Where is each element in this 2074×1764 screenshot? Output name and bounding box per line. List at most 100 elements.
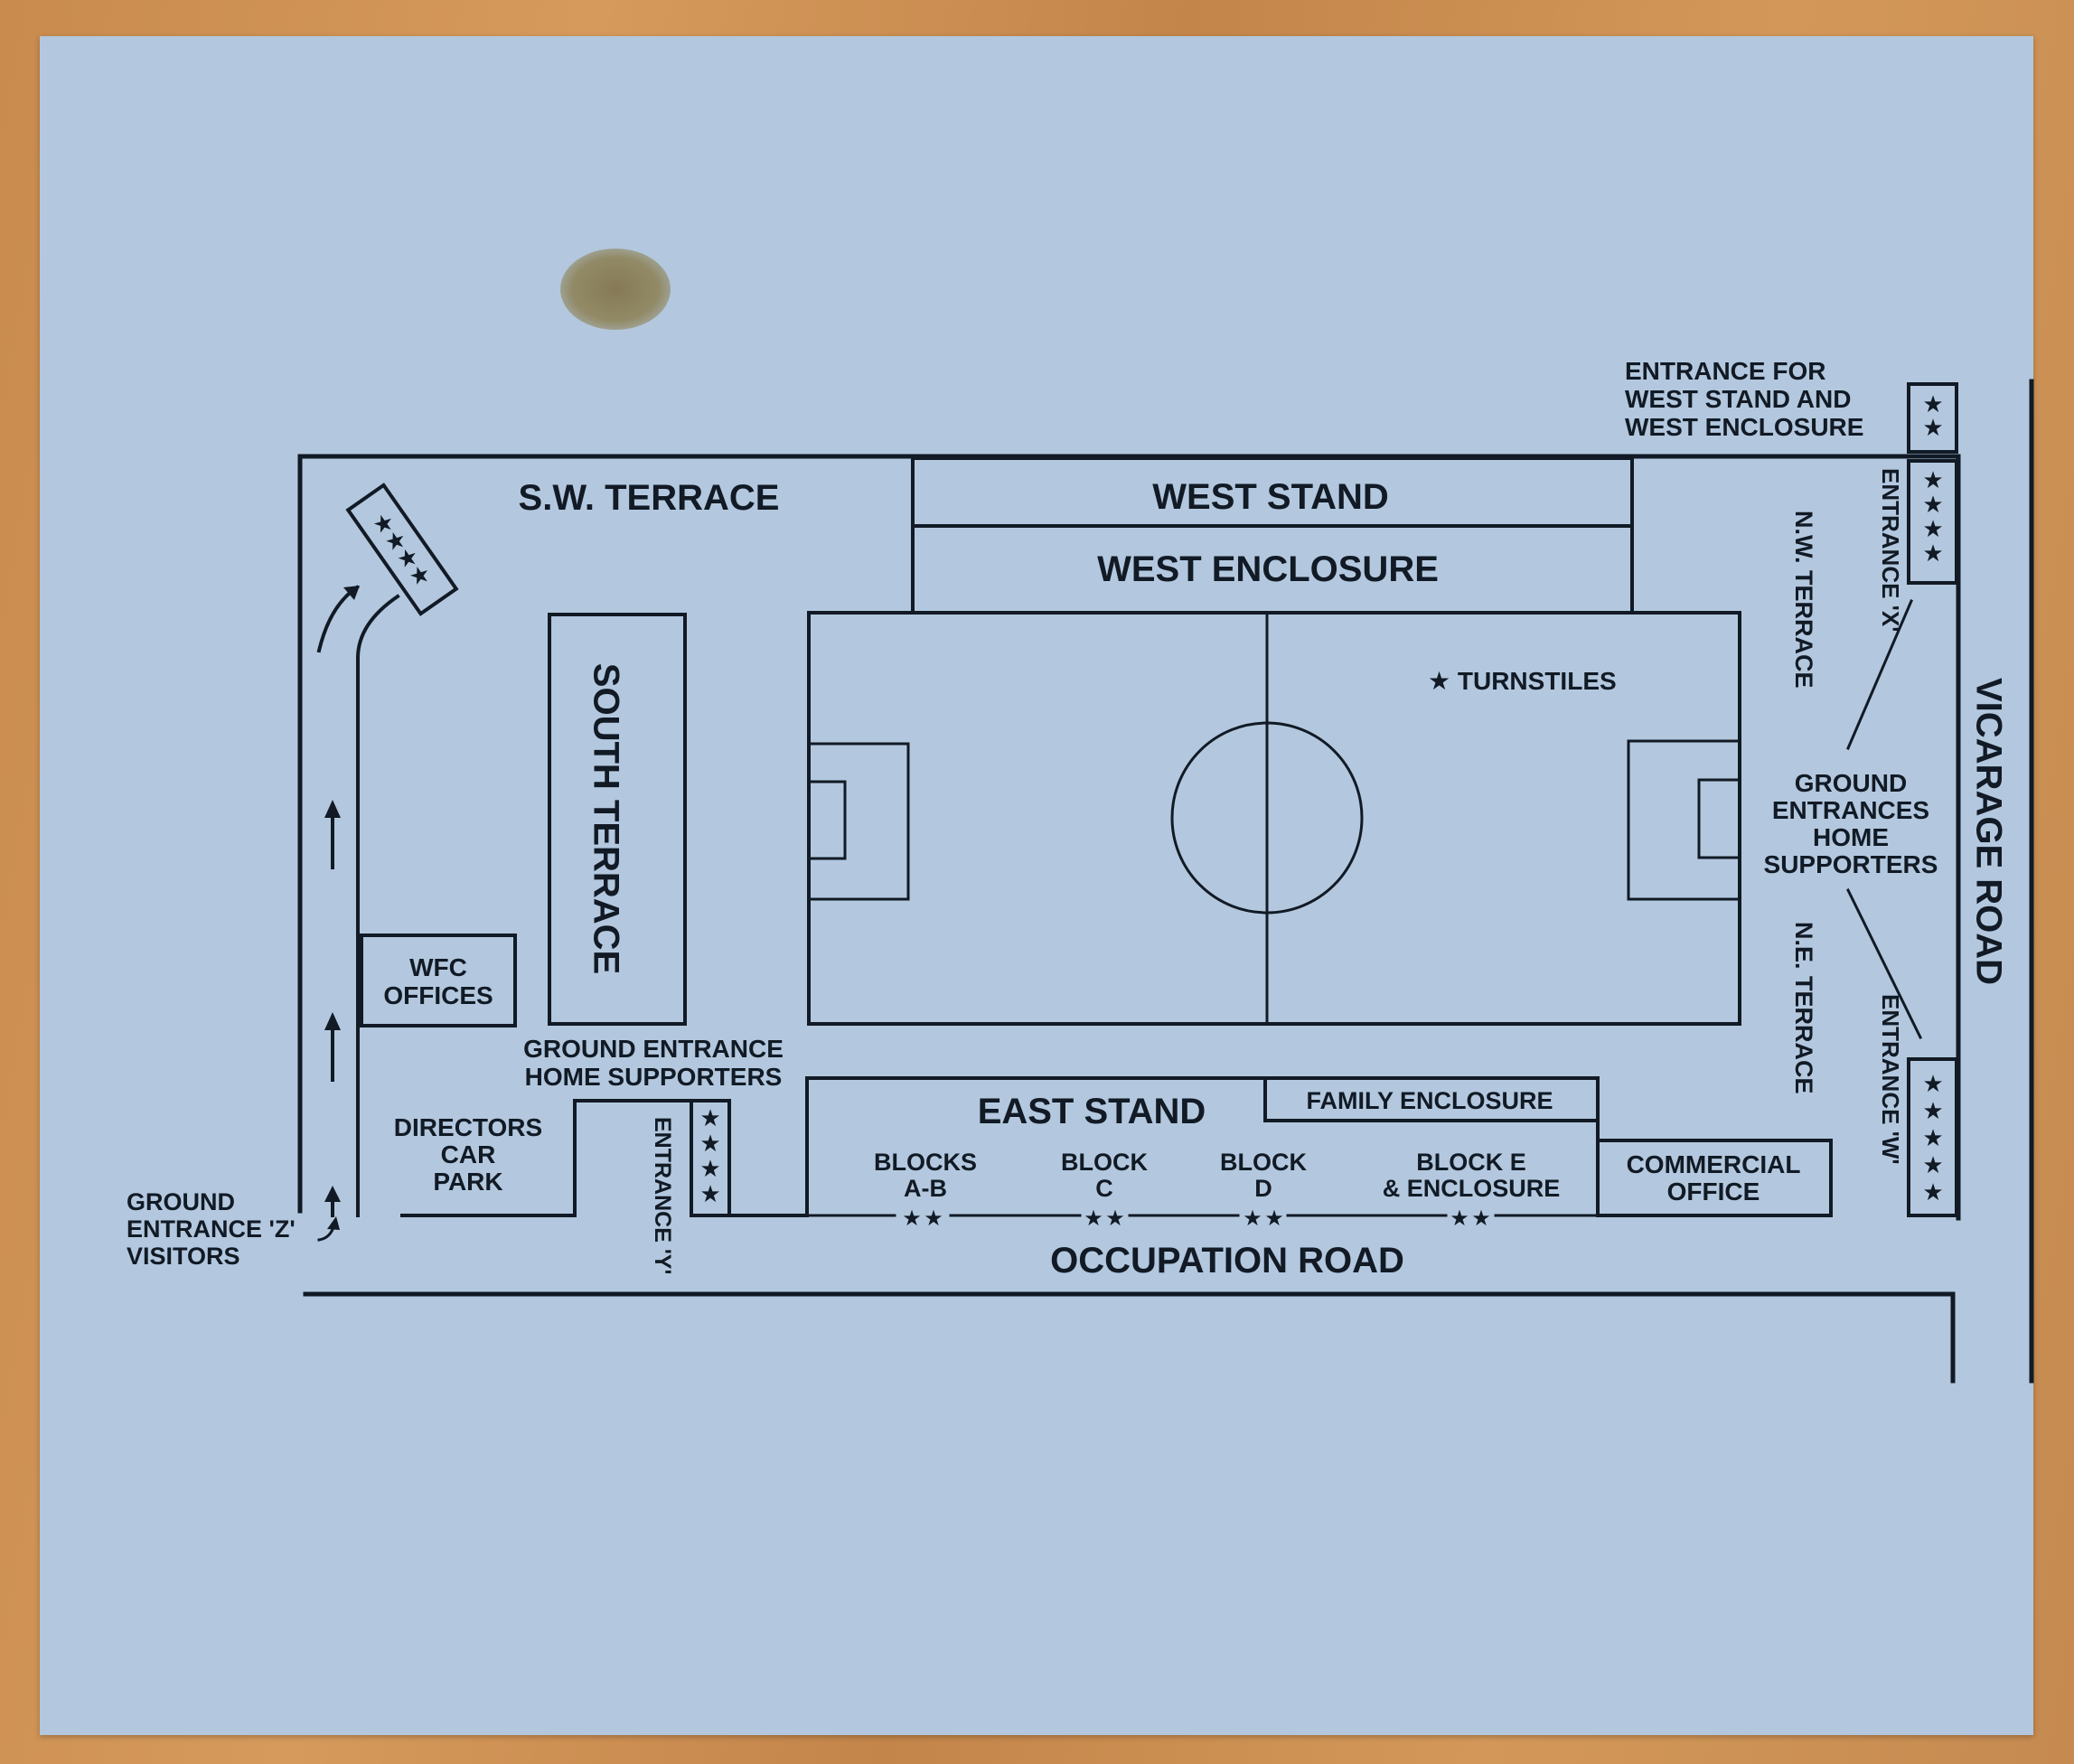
- entrance-x-group: ENTRANCE 'X': [1877, 468, 1904, 632]
- entrance-x-label: ENTRANCE 'X': [1877, 468, 1904, 632]
- turnstile-key-star-icon: ★: [1428, 667, 1458, 695]
- east-stand-label: EAST STAND: [978, 1092, 1206, 1131]
- entrance-west-line-1: ENTRANCE FOR: [1625, 357, 1825, 385]
- block-d-label: BLOCK D: [1220, 1149, 1307, 1202]
- ground-entrance-home-label: GROUND ENTRANCE HOME SUPPORTERS: [523, 1035, 784, 1091]
- blocks-ab-line-2: A-B: [904, 1175, 947, 1202]
- commercial-office-line-1: COMMERCIAL: [1627, 1150, 1801, 1178]
- entrance-w-group: ENTRANCE 'W': [1877, 994, 1904, 1165]
- ground-entrance-z-line-3: VISITORS: [127, 1243, 240, 1270]
- south-terrace-box: [548, 613, 687, 1026]
- entrance-y-box: [690, 1099, 731, 1217]
- turnstiles-key: ★ TURNSTILES: [1428, 667, 1617, 695]
- ne-terrace-label: N.E. TERRACE: [1790, 922, 1817, 1094]
- east-stand-structure: [805, 1076, 1833, 1217]
- wfc-offices-label: WFC OFFICES: [383, 953, 493, 1009]
- entrance-y-label: ENTRANCE 'Y': [650, 1117, 675, 1274]
- entrance-x-star: ★: [1922, 515, 1943, 542]
- ground-entrances-home-line-3: HOME: [1813, 823, 1889, 851]
- block-d-line-2: D: [1254, 1175, 1272, 1202]
- visitor-route: [316, 585, 400, 1242]
- entrance-boxes-right: [1845, 382, 1958, 1217]
- ground-entrance-home-line-2: HOME SUPPORTERS: [525, 1063, 783, 1091]
- directors-car-park-label: DIRECTORS CAR PARK: [394, 1113, 542, 1196]
- nw-terrace-group: N.W. TERRACE: [1790, 511, 1817, 689]
- entrance-w-star: ★: [1922, 1178, 1943, 1206]
- family-enclosure-box: [1263, 1076, 1600, 1122]
- entrance-w-box: [1907, 1057, 1958, 1217]
- entrance-w-star: ★: [1922, 1070, 1943, 1097]
- block-e-star: ★: [1450, 1206, 1469, 1231]
- commercial-office-box: [1596, 1139, 1833, 1217]
- blocks-ab-star: ★: [902, 1206, 922, 1231]
- ground-entrances-home-line-2: ENTRANCES: [1772, 796, 1929, 824]
- ground-entrance-z-line-2: ENTRANCE 'Z': [127, 1215, 296, 1243]
- entrance-y-group: ENTRANCE 'Y': [650, 1117, 675, 1274]
- block-c-label: BLOCK C: [1061, 1149, 1148, 1202]
- entrance-x-box: [1907, 459, 1958, 585]
- entrance-w-star: ★: [1922, 1097, 1943, 1124]
- block-e-star: ★: [1471, 1206, 1491, 1231]
- blocks-ab-label: BLOCKS A-B: [874, 1149, 977, 1202]
- wfc-offices-box: [360, 934, 517, 1027]
- entrance-west-line-2: WEST STAND AND: [1625, 385, 1851, 413]
- ne-terrace-group: N.E. TERRACE: [1790, 922, 1817, 1094]
- blocks-ab-star: ★: [924, 1206, 943, 1231]
- ground-entrance-z-line-1: GROUND: [127, 1188, 235, 1215]
- block-c-star: ★: [1084, 1206, 1103, 1231]
- entrance-west-label: ENTRANCE FOR WEST STAND AND WEST ENCLOSU…: [1625, 357, 1863, 441]
- family-enclosure-label: FAMILY ENCLOSURE: [1306, 1087, 1553, 1114]
- sw-turnstile-group: ★★★★: [345, 483, 459, 616]
- turnstiles-label: TURNSTILES: [1458, 667, 1617, 695]
- car-park-boundary: [400, 1099, 809, 1217]
- entrance-x-star: ★: [1922, 540, 1943, 567]
- entrance-y-star: ★: [699, 1130, 720, 1157]
- entrance-y-star: ★: [699, 1104, 720, 1131]
- sw-terrace-label: S.W. TERRACE: [519, 478, 780, 518]
- outer-boundary: [297, 379, 2034, 1384]
- ground-entrances-home-line-1: GROUND: [1795, 769, 1907, 797]
- commercial-office-line-2: OFFICE: [1667, 1178, 1760, 1206]
- block-e-line-2: & ENCLOSURE: [1383, 1175, 1561, 1202]
- entrance-y-star: ★: [699, 1180, 720, 1207]
- entrance-west-box: [1907, 382, 1958, 454]
- stain-mark: [560, 249, 671, 330]
- wfc-offices-line-2: OFFICES: [383, 981, 493, 1009]
- entrance-west-star: ★: [1922, 390, 1943, 418]
- entrance-y-star: ★: [699, 1155, 720, 1182]
- west-enclosure-label: WEST ENCLOSURE: [1097, 549, 1439, 589]
- entrance-x-star: ★: [1922, 466, 1943, 493]
- commercial-office-label: COMMERCIAL OFFICE: [1627, 1150, 1801, 1206]
- block-c-line-2: C: [1095, 1175, 1113, 1202]
- vicarage-road-group: VICARAGE ROAD: [1968, 678, 2008, 985]
- pitch: [807, 611, 1741, 1026]
- block-d-star: ★: [1264, 1206, 1284, 1231]
- turnstile-stars: ★★★★★★★★★★★★★★★★★★★★★★★: [699, 390, 1943, 1231]
- blocks-ab-line-1: BLOCKS: [874, 1149, 977, 1176]
- ground-entrance-home-line-1: GROUND ENTRANCE: [523, 1035, 784, 1063]
- directors-car-park-line-3: PARK: [433, 1168, 502, 1196]
- south-terrace-group: SOUTH TERRACE: [586, 663, 625, 974]
- sw-turnstile-box: [345, 483, 459, 616]
- directors-car-park-line-1: DIRECTORS: [394, 1113, 542, 1141]
- west-stand-structure: [911, 456, 1634, 615]
- occupation-road-label: OCCUPATION ROAD: [1050, 1241, 1404, 1281]
- block-c-star: ★: [1105, 1206, 1125, 1231]
- entrance-w-star: ★: [1922, 1151, 1943, 1178]
- directors-car-park-line-2: CAR: [441, 1140, 496, 1168]
- block-d-line-1: BLOCK: [1220, 1149, 1307, 1176]
- entrance-x-star: ★: [1922, 491, 1943, 518]
- ground-entrances-home-label: GROUND ENTRANCES HOME SUPPORTERS: [1764, 769, 1938, 878]
- ground-entrance-z-label: GROUND ENTRANCE 'Z' VISITORS: [127, 1188, 296, 1270]
- block-e-line-1: BLOCK E: [1416, 1149, 1526, 1176]
- ground-entrances-home-line-4: SUPPORTERS: [1764, 850, 1938, 878]
- vicarage-road-label: VICARAGE ROAD: [1968, 678, 2008, 985]
- block-e-label: BLOCK E & ENCLOSURE: [1383, 1149, 1561, 1202]
- entrance-west-star: ★: [1922, 414, 1943, 441]
- entrance-west-line-3: WEST ENCLOSURE: [1625, 413, 1863, 441]
- nw-terrace-label: N.W. TERRACE: [1790, 511, 1817, 689]
- block-c-line-1: BLOCK: [1061, 1149, 1148, 1176]
- block-d-star: ★: [1243, 1206, 1262, 1231]
- south-terrace-label: SOUTH TERRACE: [586, 663, 625, 974]
